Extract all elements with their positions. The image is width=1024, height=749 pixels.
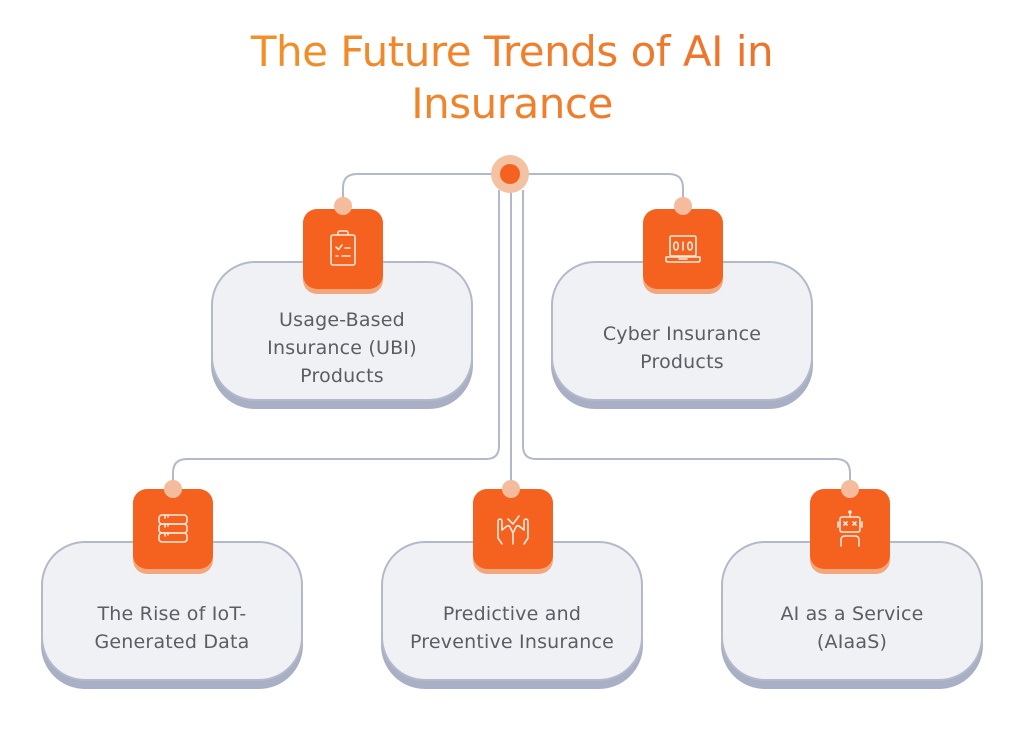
robot-icon: [837, 510, 863, 547]
connector-knob-iot: [164, 480, 182, 498]
node-label-ubi: Usage-Based Insurance (UBI) Products: [267, 309, 417, 387]
laptop-binary-icon: [665, 235, 701, 263]
node-label-iot: The Rise of IoT- Generated Data: [94, 603, 250, 653]
icon-tile-cyber: [643, 209, 723, 289]
hub-center-dot: [500, 164, 520, 184]
node-label-cyber: Cyber Insurance Products: [602, 323, 762, 373]
connector-knob-cyber: [674, 197, 692, 215]
connector-knob-aiaas: [841, 480, 859, 498]
icon-tile-iot: [133, 489, 213, 569]
node-card-cyber: Cyber Insurance Products: [551, 261, 813, 401]
hands-check-icon: [497, 515, 529, 545]
connector-knob-ubi: [334, 197, 352, 215]
node-card-predictive: Predictive and Preventive Insurance: [381, 541, 643, 681]
connector-knob-predictive: [502, 480, 520, 498]
server-stack-icon: [158, 514, 188, 543]
clipboard-checklist-icon: [330, 230, 356, 266]
node-label-predictive: Predictive and Preventive Insurance: [409, 603, 615, 653]
node-label-aiaas: AI as a Service (AIaaS): [780, 603, 924, 653]
icon-tile-aiaas: [810, 489, 890, 569]
icon-tile-predictive: [473, 489, 553, 569]
icon-tile-ubi: [303, 209, 383, 289]
